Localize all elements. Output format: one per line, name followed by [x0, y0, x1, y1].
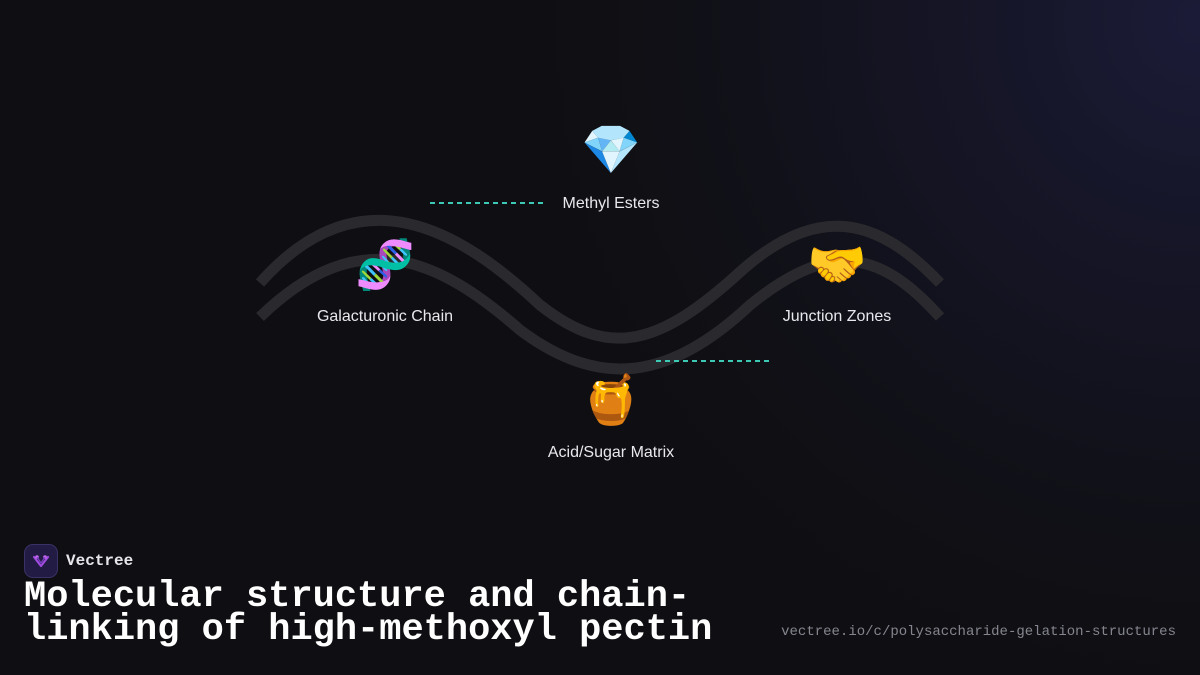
node-junction-zones-label: Junction Zones [782, 308, 892, 325]
brand-name: Vectree [66, 552, 134, 570]
vectree-logo-icon [24, 544, 58, 578]
chain-wave-upper [255, 214, 944, 344]
node-methyl-esters: 💎 [511, 120, 711, 180]
node-galacturonic-chain: 🧬 [285, 235, 485, 295]
honey-pot-icon: 🍯 [581, 372, 641, 428]
chain-wave-lower [256, 253, 945, 375]
brand: Vectree [24, 544, 133, 578]
handshake-icon: 🤝 [807, 237, 867, 293]
node-acid-sugar-matrix: 🍯 [511, 370, 711, 430]
source-url[interactable]: vectree.io/c/polysaccharide-gelation-str… [781, 624, 1176, 640]
gem-icon: 💎 [581, 122, 641, 178]
node-acid-sugar-matrix-label: Acid/Sugar Matrix [547, 444, 675, 461]
dna-icon: 🧬 [355, 237, 415, 293]
node-galacturonic-chain-label: Galacturonic Chain [316, 308, 454, 325]
node-junction-zones: 🤝 [737, 235, 937, 295]
slide-title: Molecular structure and chain-linking of… [24, 576, 713, 651]
node-methyl-esters-label: Methyl Esters [562, 195, 660, 212]
